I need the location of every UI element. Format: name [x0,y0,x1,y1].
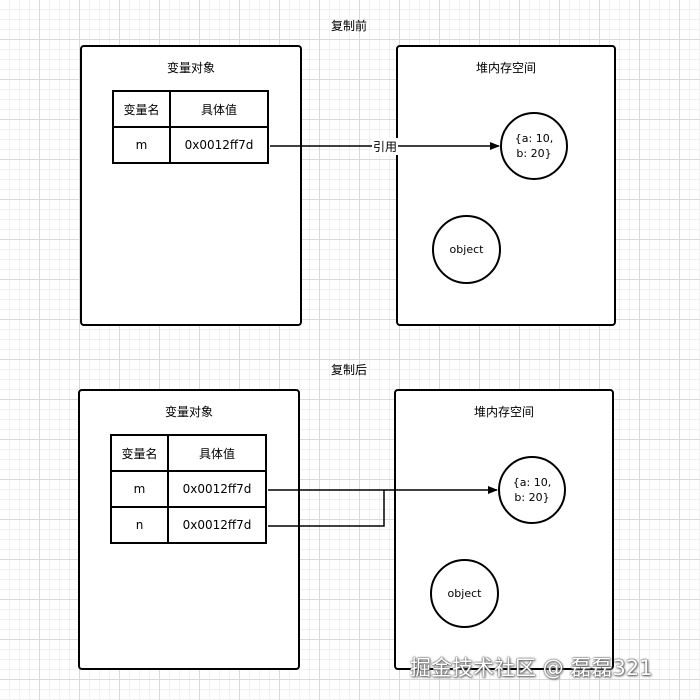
heap-object-line-1: {a: 10, [512,476,552,489]
before-variable-object-panel: 变量对象 [80,45,302,326]
before-heap-panel: 堆内存空间 [396,45,616,326]
after-heap-title: 堆内存空间 [473,405,534,419]
column-header-name: 变量名 [110,434,169,472]
before-section-title: 复制前 [331,19,368,33]
before-heap-title: 堆内存空间 [475,61,536,75]
before-variable-object-title: 变量对象 [166,61,215,75]
variable-value-n: 0x0012ff7d [167,506,267,544]
after-variable-object-title: 变量对象 [164,405,213,419]
table-row: n 0x0012ff7d [110,506,267,544]
column-header-name: 变量名 [112,90,171,128]
variable-value-m: 0x0012ff7d [169,126,269,164]
after-heap-other-object-node: object [430,559,499,628]
before-variable-table: 变量名 具体值 m 0x0012ff7d [112,90,269,164]
before-heap-object-node: {a: 10, b: 20} [500,112,568,180]
variable-value-m: 0x0012ff7d [167,470,267,508]
reference-edge-label: 引用 [372,138,399,155]
variable-name-n: n [110,506,169,544]
heap-object-line-2: b: 20} [514,491,550,504]
after-heap-panel: 堆内存空间 [394,389,614,670]
heap-other-object-label: object [449,243,484,256]
after-heap-object-node: {a: 10, b: 20} [498,456,566,524]
variable-name-m: m [112,126,171,164]
table-row: m 0x0012ff7d [112,126,269,164]
heap-object-line-2: b: 20} [516,147,552,160]
column-header-value: 具体值 [167,434,267,472]
after-section-title: 复制后 [331,363,368,377]
table-row: m 0x0012ff7d [110,470,267,508]
table-header-row: 变量名 具体值 [110,434,267,472]
site-watermark: 掘金技术社区 @ 磊磊321 [410,656,653,680]
variable-name-m: m [110,470,169,508]
after-variable-table: 变量名 具体值 m 0x0012ff7d n 0x0012ff7d [110,434,267,544]
heap-other-object-label: object [447,587,482,600]
before-heap-other-object-node: object [432,215,501,284]
column-header-value: 具体值 [169,90,269,128]
table-header-row: 变量名 具体值 [112,90,269,128]
heap-object-line-1: {a: 10, [514,132,554,145]
